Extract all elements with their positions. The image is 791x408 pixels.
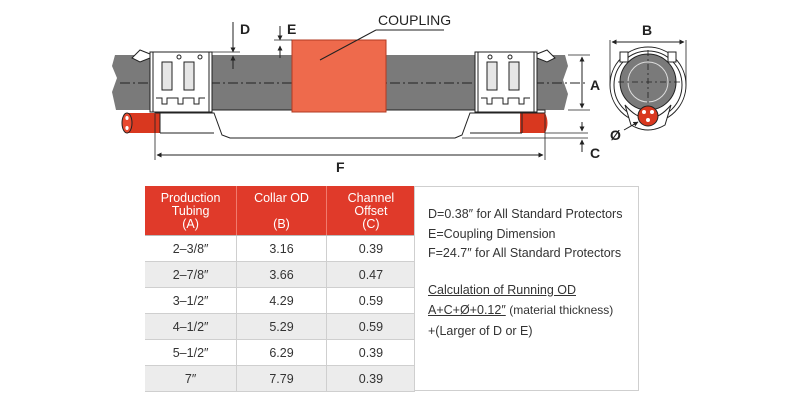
calc-formula: A+C+Ø+0.12″ xyxy=(428,303,506,317)
cell-channel-offset: 0.39 xyxy=(326,365,415,392)
calc-note: (material thickness) xyxy=(509,303,614,317)
cell-tubing: 7″ xyxy=(145,365,238,392)
table-row: 2–3/8″ 3.16 0.39 xyxy=(145,235,415,262)
cell-tubing: 5–1/2″ xyxy=(145,339,238,366)
cell-channel-offset: 0.59 xyxy=(326,287,415,314)
cell-tubing: 3–1/2″ xyxy=(145,287,238,314)
note-e: E=Coupling Dimension xyxy=(428,227,556,241)
cable-right xyxy=(520,113,548,133)
table-header-row: Production Tubing (A) Collar OD (B) Chan… xyxy=(145,186,415,236)
cell-tubing: 4–1/2″ xyxy=(145,313,238,340)
spec-table: Production Tubing (A) Collar OD (B) Chan… xyxy=(145,186,415,392)
left-clamp xyxy=(131,49,213,113)
cell-collar-od: 6.29 xyxy=(236,339,327,366)
calc-title: Calculation of Running OD xyxy=(428,283,576,297)
note-f: F=24.7″ for All Standard Protectors xyxy=(428,246,622,260)
calc-formula-line: A+C+Ø+0.12″ (material thickness) xyxy=(428,303,613,317)
cell-collar-od: 7.79 xyxy=(236,365,327,392)
label-d: D xyxy=(240,21,250,37)
cell-collar-od: 3.16 xyxy=(236,235,327,262)
cell-channel-offset: 0.39 xyxy=(326,235,415,262)
cell-collar-od: 3.66 xyxy=(236,261,327,288)
label-a: A xyxy=(590,77,600,93)
cell-channel-offset: 0.47 xyxy=(326,261,415,288)
coupling-label: COUPLING xyxy=(378,12,451,28)
label-phi: Ø xyxy=(610,127,621,143)
cable-left xyxy=(121,112,160,134)
cell-collar-od: 5.29 xyxy=(236,313,327,340)
header-production-tubing: Production Tubing (A) xyxy=(145,186,238,236)
table-row: 5–1/2″ 6.29 0.39 xyxy=(145,339,415,366)
header-channel-offset: Channel Offset (C) xyxy=(326,186,415,236)
notes-panel: D=0.38″ for All Standard Protectors E=Co… xyxy=(414,186,639,391)
table-row: 4–1/2″ 5.29 0.59 xyxy=(145,313,415,340)
table-row: 3–1/2″ 4.29 0.59 xyxy=(145,287,415,314)
label-c: C xyxy=(590,145,600,161)
cell-tubing: 2–7/8″ xyxy=(145,261,238,288)
cell-tubing: 2–3/8″ xyxy=(145,235,238,262)
cell-channel-offset: 0.39 xyxy=(326,339,415,366)
header-collar-od: Collar OD (B) xyxy=(236,186,327,236)
table-row: 2–7/8″ 3.66 0.47 xyxy=(145,261,415,288)
cell-collar-od: 4.29 xyxy=(236,287,327,314)
label-e: E xyxy=(287,21,296,37)
label-f: F xyxy=(336,159,345,175)
end-view xyxy=(609,46,687,131)
note-d: D=0.38″ for All Standard Protectors xyxy=(428,207,623,221)
table-row: 7″ 7.79 0.39 xyxy=(145,365,415,392)
protector-channel xyxy=(154,109,546,139)
calc-extra: +(Larger of D or E) xyxy=(428,324,533,338)
protector-diagram: COUPLING D E A C F xyxy=(112,12,687,175)
cell-channel-offset: 0.59 xyxy=(326,313,415,340)
label-b: B xyxy=(642,22,652,38)
coupling-block xyxy=(291,39,387,113)
right-clamp xyxy=(474,49,556,113)
